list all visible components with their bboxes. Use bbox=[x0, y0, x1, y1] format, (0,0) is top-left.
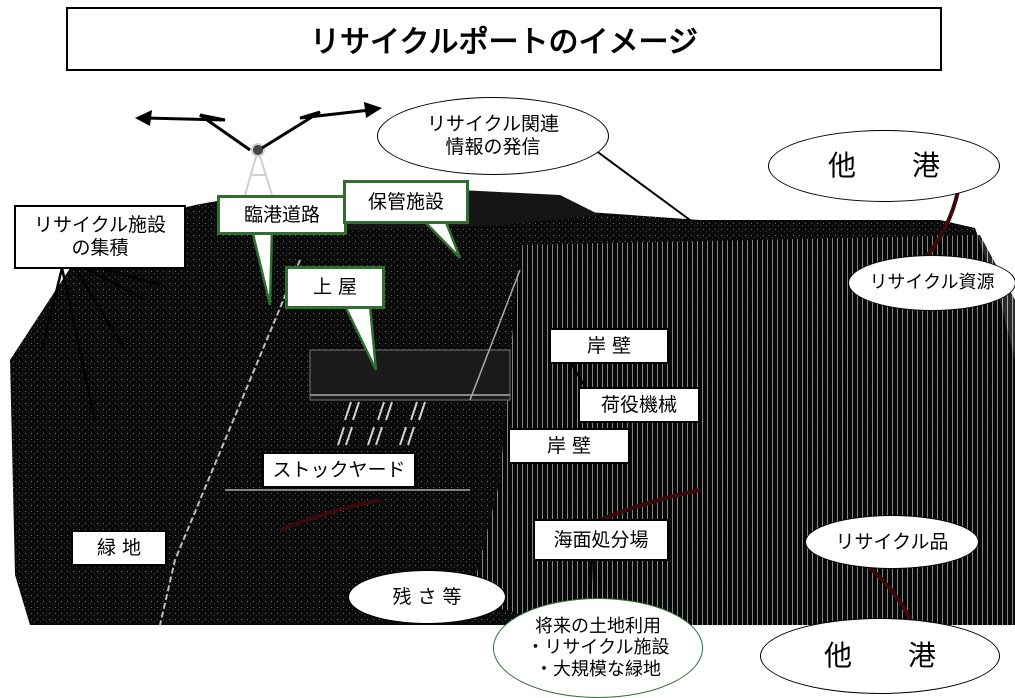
label-recycle-facility-cluster: リサイクル施設 の集積 bbox=[14, 205, 186, 269]
info-leader bbox=[594, 149, 691, 221]
antenna-tower bbox=[244, 143, 273, 196]
facility-cluster-leaders bbox=[40, 266, 161, 421]
label-recycle-facility-cluster-line1: リサイクル施設 bbox=[33, 214, 167, 237]
label-quay-wall-2: 岸 壁 bbox=[508, 428, 630, 464]
label-future-land-use-line2: ・リサイクル施設 bbox=[526, 637, 670, 659]
label-info-transmission: リサイクル関連 情報の発信 bbox=[377, 97, 609, 175]
signal-arrows bbox=[144, 108, 371, 152]
quay-edge-lines bbox=[225, 269, 521, 491]
label-info-line2: 情報の発信 bbox=[445, 136, 541, 158]
label-cargo-machinery: 荷役機械 bbox=[578, 387, 700, 423]
label-stockyard: ストックヤード bbox=[262, 452, 416, 488]
label-other-port-top: 他 港 bbox=[768, 130, 1000, 202]
label-port-road: 臨港道路 bbox=[217, 195, 347, 235]
diagram-title: リサイクルポートのイメージ bbox=[66, 7, 942, 71]
label-sea-disposal-site: 海面処分場 bbox=[533, 519, 669, 561]
label-recycled-products: リサイクル品 bbox=[805, 515, 979, 569]
port-road-line bbox=[159, 259, 301, 626]
label-future-land-use-line1: 将来の土地利用 bbox=[535, 615, 661, 637]
label-other-port-bottom: 他 港 bbox=[760, 618, 1000, 694]
label-info-line1: リサイクル関連 bbox=[426, 113, 560, 136]
label-residues: 残 さ 等 bbox=[348, 570, 506, 624]
signal-arrowheads bbox=[135, 102, 382, 126]
stockyard-marks bbox=[337, 401, 426, 446]
label-green-area: 緑 地 bbox=[71, 530, 167, 566]
scene-building-block bbox=[309, 349, 511, 401]
label-future-land-use: 将来の土地利用 ・リサイクル施設 ・大規模な緑地 bbox=[493, 598, 703, 698]
label-recycle-facility-cluster-line2: の集積 bbox=[71, 237, 129, 259]
label-storage-facility: 保管施設 bbox=[343, 180, 469, 224]
label-future-land-use-line3: ・大規模な緑地 bbox=[535, 658, 661, 680]
label-roof-shed: 上 屋 bbox=[285, 266, 385, 309]
label-quay-wall-1: 岸 壁 bbox=[549, 328, 669, 364]
label-recycle-resources: リサイクル資源 bbox=[848, 255, 1015, 311]
